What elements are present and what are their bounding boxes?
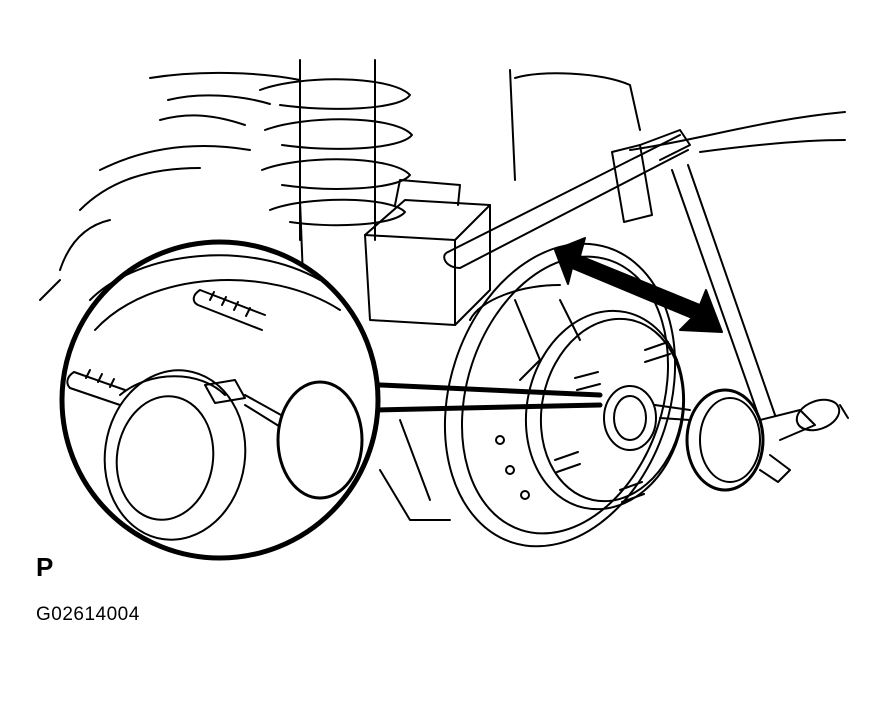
hub-bolt-icon — [66, 289, 266, 406]
axle-hub-icon — [524, 309, 686, 511]
brake-backing-plate-icon — [443, 242, 677, 548]
hub-bolt-icon — [554, 341, 671, 503]
chassis-outline — [39, 69, 846, 521]
figure-id-label: G02614004 — [36, 604, 140, 625]
magnetic-base-stand-icon — [443, 129, 776, 421]
view-code-label: P — [36, 552, 54, 582]
shock-bracket-icon — [364, 179, 491, 326]
coil-spring-icon — [259, 59, 413, 241]
magnified-detail-circle-icon — [59, 239, 603, 561]
movement-arrow-icon — [554, 237, 723, 333]
dial-indicator-icon — [204, 379, 364, 500]
dial-indicator-icon — [654, 388, 849, 492]
